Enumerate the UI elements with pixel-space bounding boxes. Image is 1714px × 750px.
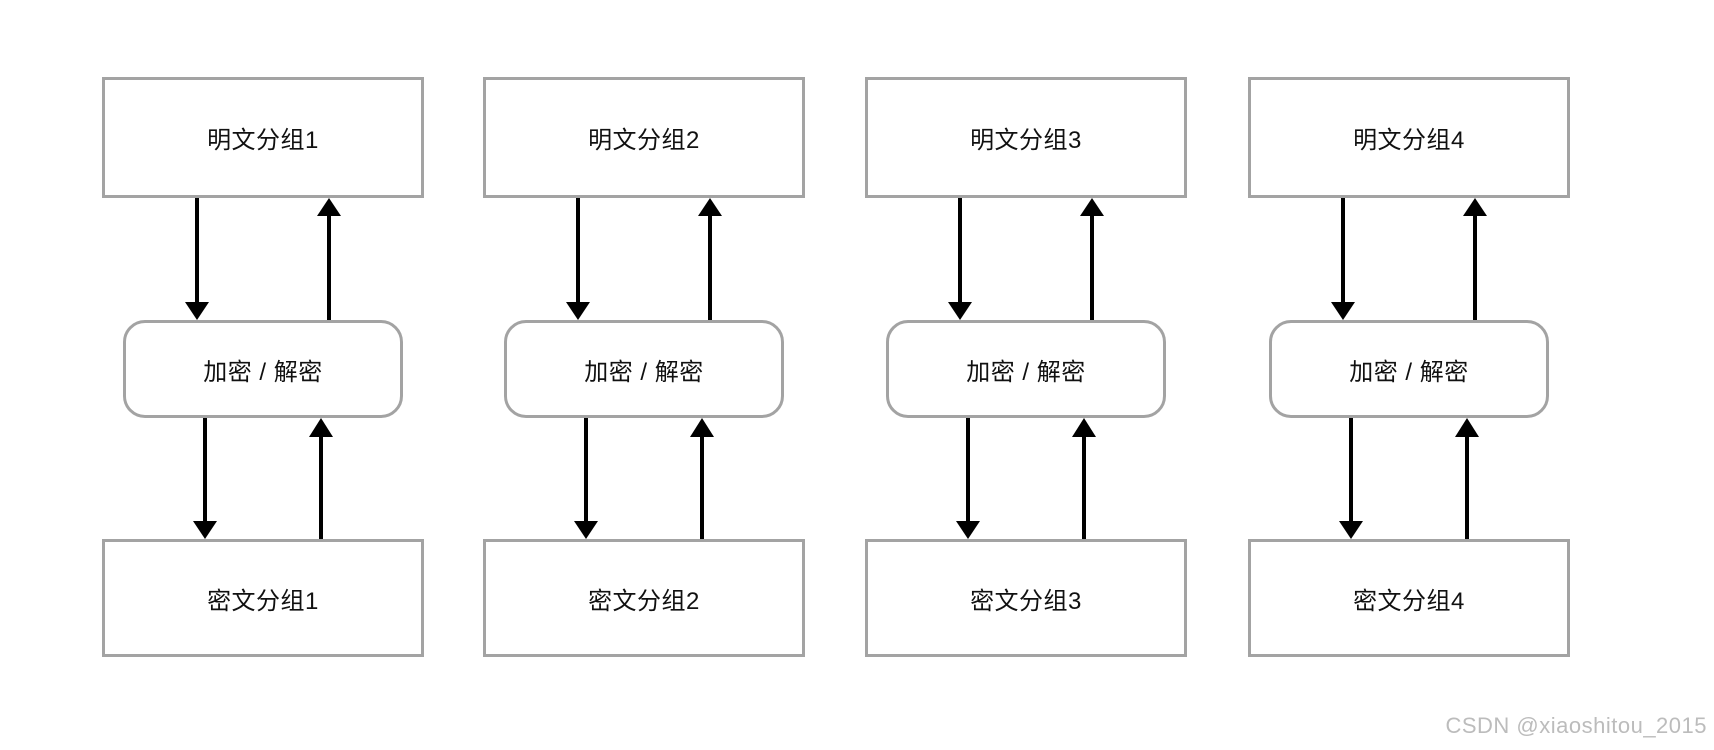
- encrypt-decrypt-box-2: 加密 / 解密: [504, 320, 784, 418]
- down-arrow-icon: [1331, 196, 1355, 320]
- down-arrow-icon: [956, 416, 980, 539]
- encrypt-decrypt-box-3-label: 加密 / 解密: [966, 358, 1086, 386]
- plaintext-box-1: 明文分组1: [102, 77, 424, 198]
- ciphertext-box-4-label: 密文分组4: [1353, 587, 1465, 615]
- down-arrow-icon: [574, 416, 598, 539]
- plaintext-box-4-label: 明文分组4: [1353, 127, 1465, 154]
- ciphertext-box-3-label: 密文分组3: [970, 587, 1082, 615]
- ciphertext-box-3: 密文分组3: [865, 539, 1187, 657]
- block-column-4: 明文分组4 加密 / 解密 密文分组4: [1248, 77, 1570, 657]
- encrypt-decrypt-box-1-label: 加密 / 解密: [203, 358, 323, 386]
- down-arrow-icon: [185, 196, 209, 320]
- block-column-3: 明文分组3 加密 / 解密 密文分组3: [865, 77, 1187, 657]
- down-arrow-icon: [566, 196, 590, 320]
- block-column-1: 明文分组1 加密 / 解密 密文分组1: [102, 77, 424, 657]
- csdn-watermark: CSDN @xiaoshitou_2015: [1445, 713, 1707, 738]
- plaintext-box-3-label: 明文分组3: [970, 127, 1082, 154]
- plaintext-box-4: 明文分组4: [1248, 77, 1570, 198]
- encrypt-decrypt-box-4: 加密 / 解密: [1269, 320, 1549, 418]
- up-arrow-icon: [309, 418, 333, 541]
- up-arrow-icon: [690, 418, 714, 541]
- ciphertext-box-2-label: 密文分组2: [588, 587, 700, 615]
- up-arrow-icon: [698, 198, 722, 322]
- up-arrow-icon: [1072, 418, 1096, 541]
- plaintext-box-2: 明文分组2: [483, 77, 805, 198]
- down-arrow-icon: [948, 196, 972, 320]
- up-arrow-icon: [317, 198, 341, 322]
- plaintext-box-3: 明文分组3: [865, 77, 1187, 198]
- plaintext-box-1-label: 明文分组1: [207, 127, 319, 154]
- up-arrow-icon: [1463, 198, 1487, 322]
- up-arrow-icon: [1080, 198, 1104, 322]
- down-arrow-icon: [1339, 416, 1363, 539]
- plaintext-box-2-label: 明文分组2: [588, 127, 700, 154]
- ciphertext-box-1-label: 密文分组1: [207, 587, 319, 615]
- ciphertext-box-2: 密文分组2: [483, 539, 805, 657]
- up-arrow-icon: [1455, 418, 1479, 541]
- encrypt-decrypt-box-3: 加密 / 解密: [886, 320, 1166, 418]
- ciphertext-box-4: 密文分组4: [1248, 539, 1570, 657]
- encrypt-decrypt-box-4-label: 加密 / 解密: [1349, 358, 1469, 386]
- down-arrow-icon: [193, 416, 217, 539]
- encrypt-decrypt-box-2-label: 加密 / 解密: [584, 358, 704, 386]
- block-column-2: 明文分组2 加密 / 解密 密文分组2: [483, 77, 805, 657]
- ciphertext-box-1: 密文分组1: [102, 539, 424, 657]
- encrypt-decrypt-box-1: 加密 / 解密: [123, 320, 403, 418]
